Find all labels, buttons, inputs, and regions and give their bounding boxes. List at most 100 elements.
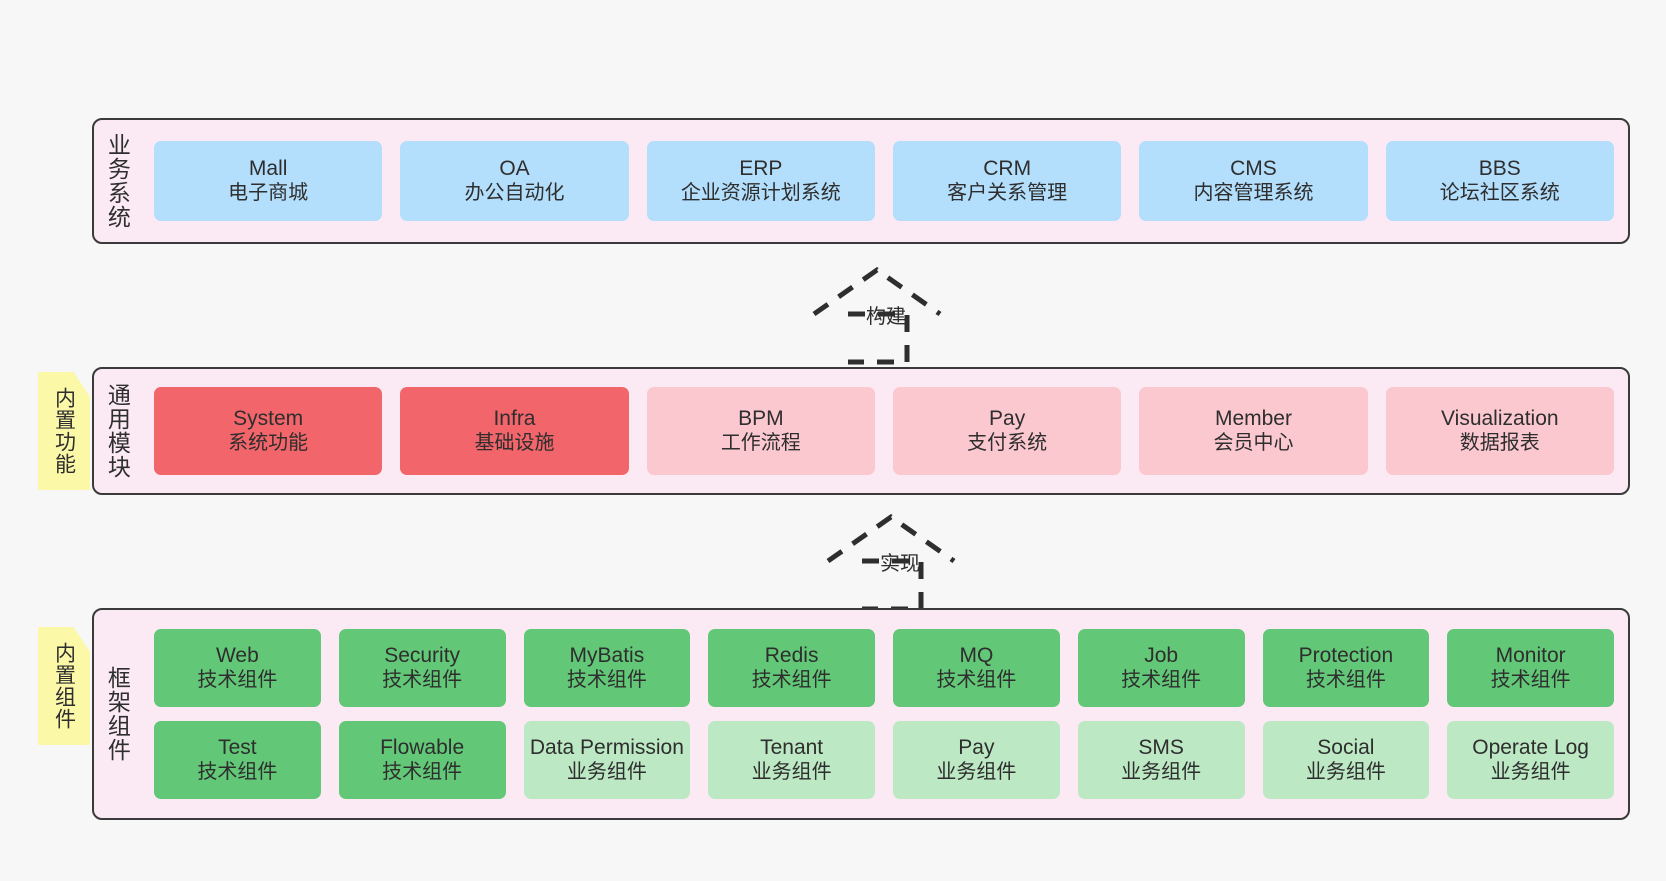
sticky-note-builtin-functions: 内置功能	[38, 372, 90, 490]
card-subtitle: 办公自动化	[464, 181, 565, 204]
card-subtitle: 业务组件	[566, 760, 647, 783]
card-crm[interactable]: CRM 客户关系管理	[892, 141, 1122, 221]
card-subtitle: 数据报表	[1459, 431, 1540, 454]
card-social[interactable]: Social 业务组件	[1262, 721, 1430, 799]
card-sms[interactable]: SMS 业务组件	[1077, 721, 1245, 799]
layer-title-framework-components: 框架组件	[104, 666, 131, 762]
connector-label-build: 构建	[866, 306, 906, 328]
card-mq[interactable]: MQ 技术组件	[893, 629, 1060, 707]
card-subtitle: 技术组件	[1490, 668, 1571, 691]
card-title: Security	[384, 643, 461, 667]
card-subtitle: 系统功能	[228, 431, 309, 454]
sticky-note-label: 内置组件	[52, 642, 76, 730]
card-title: BBS	[1478, 156, 1521, 180]
card-job[interactable]: Job 技术组件	[1077, 629, 1245, 707]
card-pay[interactable]: Pay 支付系统	[892, 387, 1122, 475]
card-title: CMS	[1230, 156, 1277, 180]
card-data-permission[interactable]: Data Permission 业务组件	[523, 721, 691, 799]
card-erp[interactable]: ERP 企业资源计划系统	[646, 141, 875, 221]
card-member[interactable]: Member 会员中心	[1139, 387, 1368, 475]
card-subtitle: 论坛社区系统	[1439, 181, 1560, 204]
card-subtitle: 技术组件	[1305, 668, 1386, 691]
card-mybatis[interactable]: MyBatis 技术组件	[523, 629, 691, 707]
card-subtitle: 会员中心	[1213, 431, 1294, 454]
layer-body-common-modules: System 系统功能 Infra 基础设施 BPM 工作流程 Pay 支付系统…	[140, 369, 1628, 493]
card-mall[interactable]: Mall 电子商城	[154, 141, 383, 221]
framework-row-tech: Web 技术组件 Security 技术组件 MyBatis 技术组件 Redi…	[154, 629, 1614, 707]
layer-body-business-systems: Mall 电子商城 OA 办公自动化 ERP 企业资源计划系统 CRM 客户关系…	[140, 120, 1628, 242]
connector-build: 构建	[800, 264, 960, 365]
card-cms[interactable]: CMS 内容管理系统	[1139, 141, 1368, 221]
card-subtitle: 工作流程	[720, 431, 801, 454]
card-pay-business[interactable]: Pay 业务组件	[893, 721, 1060, 799]
layer-common-modules: 通用模块 System 系统功能 Infra 基础设施 BPM 工作流程 Pay…	[92, 367, 1630, 495]
card-visualization[interactable]: Visualization 数据报表	[1385, 387, 1614, 475]
card-bbs[interactable]: BBS 论坛社区系统	[1385, 141, 1614, 221]
card-flowable[interactable]: Flowable 技术组件	[338, 721, 506, 799]
card-subtitle: 业务组件	[936, 760, 1017, 783]
card-web[interactable]: Web 技术组件	[154, 629, 321, 707]
layer-framework-components: 框架组件 Web 技术组件 Security 技术组件 MyBatis 技术组件…	[92, 608, 1630, 820]
card-title: Job	[1144, 643, 1179, 667]
card-title: Monitor	[1495, 643, 1566, 667]
card-redis[interactable]: Redis 技术组件	[708, 629, 875, 707]
card-title: OA	[499, 156, 530, 180]
connector-implement: 实现	[814, 511, 974, 612]
sticky-note-builtin-components: 内置组件	[38, 627, 90, 745]
card-bpm[interactable]: BPM 工作流程	[646, 387, 875, 475]
card-subtitle: 技术组件	[566, 668, 647, 691]
framework-row-business: Test 技术组件 Flowable 技术组件 Data Permission …	[154, 721, 1614, 799]
card-subtitle: 电子商城	[228, 181, 309, 204]
card-subtitle: 客户关系管理	[947, 181, 1068, 204]
card-title: Pay	[989, 406, 1026, 430]
connector-label-implement: 实现	[880, 553, 920, 575]
card-subtitle: 业务组件	[1121, 760, 1202, 783]
card-subtitle: 技术组件	[382, 760, 463, 783]
card-title: Social	[1317, 735, 1375, 759]
layer-body-framework-components: Web 技术组件 Security 技术组件 MyBatis 技术组件 Redi…	[140, 610, 1628, 818]
card-subtitle: 技术组件	[197, 760, 278, 783]
card-title: BPM	[738, 406, 784, 430]
card-test[interactable]: Test 技术组件	[154, 721, 321, 799]
card-subtitle: 支付系统	[967, 431, 1048, 454]
card-operate-log[interactable]: Operate Log 业务组件	[1447, 721, 1614, 799]
card-subtitle: 基础设施	[474, 431, 555, 454]
card-subtitle: 技术组件	[1121, 668, 1202, 691]
card-title: Data Permission	[529, 735, 684, 759]
card-title: ERP	[739, 156, 783, 180]
layer-business-systems: 业务系统 Mall 电子商城 OA 办公自动化 ERP 企业资源计划系统 CRM…	[92, 118, 1630, 244]
card-tenant[interactable]: Tenant 业务组件	[708, 721, 875, 799]
card-subtitle: 业务组件	[1305, 760, 1386, 783]
card-title: Infra	[493, 406, 536, 430]
card-title: SMS	[1138, 735, 1184, 759]
card-monitor[interactable]: Monitor 技术组件	[1447, 629, 1614, 707]
card-infra[interactable]: Infra 基础设施	[400, 387, 629, 475]
card-subtitle: 业务组件	[751, 760, 832, 783]
card-subtitle: 业务组件	[1490, 760, 1571, 783]
card-subtitle: 内容管理系统	[1193, 181, 1314, 204]
card-title: Flowable	[380, 735, 465, 759]
connector-stem	[848, 311, 910, 365]
sticky-note-label: 内置功能	[52, 387, 76, 475]
card-title: Test	[218, 735, 257, 759]
card-oa[interactable]: OA 办公自动化	[400, 141, 629, 221]
card-title: Protection	[1298, 643, 1394, 667]
card-title: Mall	[248, 156, 288, 180]
card-title: Member	[1214, 406, 1292, 430]
card-title: System	[233, 406, 304, 430]
card-title: MQ	[959, 643, 994, 667]
card-title: CRM	[983, 156, 1032, 180]
card-security[interactable]: Security 技术组件	[338, 629, 506, 707]
card-title: Visualization	[1441, 406, 1559, 430]
card-subtitle: 企业资源计划系统	[680, 181, 841, 204]
card-title: MyBatis	[569, 643, 645, 667]
card-protection[interactable]: Protection 技术组件	[1262, 629, 1430, 707]
card-subtitle: 技术组件	[936, 668, 1017, 691]
card-system[interactable]: System 系统功能	[154, 387, 383, 475]
card-subtitle: 技术组件	[382, 668, 463, 691]
card-title: Tenant	[760, 735, 824, 759]
card-title: Web	[215, 643, 259, 667]
card-subtitle: 技术组件	[751, 668, 832, 691]
card-subtitle: 技术组件	[197, 668, 278, 691]
arrowhead-triangle-icon	[812, 266, 942, 317]
